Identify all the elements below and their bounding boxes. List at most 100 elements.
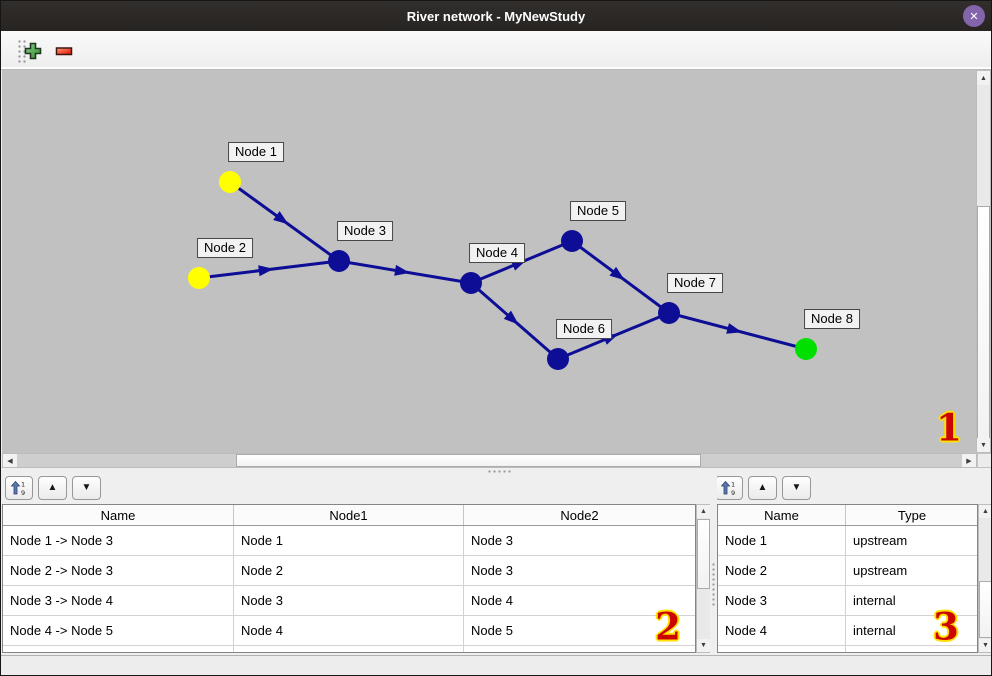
table-cell[interactable]: Node 3 <box>234 586 464 615</box>
table-row[interactable]: Node 1 upstream <box>718 526 977 556</box>
scroll-up-icon[interactable]: ▲ <box>979 505 991 518</box>
node-label[interactable]: Node 6 <box>556 319 612 339</box>
flow-arrow-icon <box>609 266 625 281</box>
reaches-vscroll-thumb[interactable] <box>697 519 710 589</box>
nodes-vscroll-thumb[interactable] <box>979 581 991 638</box>
river-node[interactable] <box>219 171 241 193</box>
nodes-move-up-button[interactable]: ▲ <box>748 476 777 500</box>
river-node[interactable] <box>561 230 583 252</box>
toolbar <box>1 31 991 70</box>
remove-node-button[interactable] <box>52 39 76 63</box>
table-cell[interactable]: Node 2 <box>234 556 464 585</box>
table-cell[interactable]: Node 3 <box>471 563 513 578</box>
table-cell[interactable]: Node 4 -> Node 5 <box>3 616 234 645</box>
add-node-button[interactable] <box>21 39 45 63</box>
down-triangle-icon: ▼ <box>791 482 802 493</box>
node-label[interactable]: Node 3 <box>337 221 393 241</box>
table-row[interactable] <box>718 646 977 652</box>
up-triangle-icon: ▲ <box>47 482 58 493</box>
river-node[interactable] <box>188 267 210 289</box>
node-label[interactable]: Node 2 <box>197 238 253 258</box>
scroll-down-icon[interactable]: ▼ <box>977 438 990 452</box>
table-cell[interactable]: Node 3 <box>718 586 846 615</box>
node-label[interactable]: Node 7 <box>667 273 723 293</box>
vertical-splitter[interactable] <box>710 474 717 655</box>
node-label[interactable]: Node 4 <box>469 243 525 263</box>
canvas-vscrollbar[interactable]: ▲ ▼ <box>976 70 991 453</box>
table-cell[interactable]: Node 4 <box>718 616 846 645</box>
table-cell[interactable]: Node 2 <box>718 556 846 585</box>
river-node[interactable] <box>328 250 350 272</box>
scroll-right-icon[interactable]: ▶ <box>962 454 976 467</box>
canvas-vscroll-thumb[interactable] <box>977 206 990 439</box>
table-cell[interactable]: upstream <box>853 533 908 548</box>
nodes-sort-button[interactable]: 1 9 <box>715 476 743 500</box>
table-row[interactable]: Node 2 upstream <box>718 556 977 586</box>
plus-icon <box>24 42 42 60</box>
node-label[interactable]: Node 5 <box>570 201 626 221</box>
reaches-move-down-button[interactable]: ▼ <box>72 476 101 500</box>
down-triangle-icon: ▼ <box>81 482 92 493</box>
splitter-grip-icon <box>487 470 513 473</box>
table-cell[interactable]: Node 2 -> Node 3 <box>3 556 234 585</box>
canvas-hscroll-thumb[interactable] <box>236 454 701 467</box>
table-cell[interactable]: internal <box>853 593 896 608</box>
table-cell[interactable]: Node 1 -> Node 3 <box>3 526 234 555</box>
flow-arrow-icon <box>273 211 289 225</box>
table-cell[interactable] <box>3 646 234 652</box>
table-row[interactable] <box>3 646 695 652</box>
close-icon: ✕ <box>969 10 979 23</box>
scroll-up-icon[interactable]: ▲ <box>697 505 710 518</box>
table-cell[interactable]: Node 1 <box>234 526 464 555</box>
table-cell[interactable]: Node 1 <box>718 526 846 555</box>
scroll-up-icon[interactable]: ▲ <box>977 71 990 85</box>
river-node[interactable] <box>547 348 569 370</box>
scroll-down-icon[interactable]: ▼ <box>979 639 991 652</box>
table-cell[interactable]: internal <box>853 623 896 638</box>
table-cell[interactable]: upstream <box>853 563 908 578</box>
status-bar <box>1 655 991 675</box>
reaches-vscrollbar[interactable]: ▲ ▼ <box>696 504 711 653</box>
node-label[interactable]: Node 1 <box>228 142 284 162</box>
svg-text:1: 1 <box>21 481 25 489</box>
river-network-canvas[interactable]: Node 1 Node 2 Node 3 Node 4 Node 5 Node 6 Node… <box>2 70 976 453</box>
horizontal-splitter[interactable] <box>1 468 991 474</box>
annotation-2: 2 <box>655 604 681 649</box>
table-cell[interactable] <box>718 646 846 652</box>
reaches-move-up-button[interactable]: ▲ <box>38 476 67 500</box>
scroll-down-icon[interactable]: ▼ <box>697 639 710 652</box>
node-label[interactable]: Node 8 <box>804 309 860 329</box>
reaches-sort-button[interactable]: 1 9 <box>5 476 33 500</box>
toolbar-drag-handle-icon[interactable] <box>17 39 28 63</box>
table-row[interactable]: Node 3 internal <box>718 586 977 616</box>
table-cell[interactable]: Node 4 <box>471 593 513 608</box>
table-row[interactable]: Node 4 internal <box>718 616 977 646</box>
table-cell[interactable] <box>234 646 464 652</box>
svg-text:9: 9 <box>21 489 25 496</box>
column-header: Node2 <box>560 507 599 523</box>
table-cell[interactable]: Node 4 <box>234 616 464 645</box>
scroll-left-icon[interactable]: ◀ <box>3 454 17 467</box>
river-node[interactable] <box>658 302 680 324</box>
column-header: Name <box>718 505 846 525</box>
close-button[interactable]: ✕ <box>963 5 985 27</box>
up-triangle-icon: ▲ <box>757 482 768 493</box>
titlebar: River network - MyNewStudy ✕ <box>1 1 991 31</box>
window-title: River network - MyNewStudy <box>406 8 586 24</box>
table-cell[interactable]: Node 3 -> Node 4 <box>3 586 234 615</box>
table-cell[interactable]: Node 5 <box>471 623 513 638</box>
flow-arrow-icon <box>726 323 743 334</box>
nodes-move-down-button[interactable]: ▼ <box>782 476 811 500</box>
river-node[interactable] <box>460 272 482 294</box>
river-node[interactable] <box>795 338 817 360</box>
table-cell[interactable]: Node 3 <box>471 533 513 548</box>
canvas-hscrollbar[interactable]: ◀ ▶ <box>2 453 977 468</box>
nodes-vscrollbar[interactable]: ▲ ▼ <box>978 504 991 653</box>
